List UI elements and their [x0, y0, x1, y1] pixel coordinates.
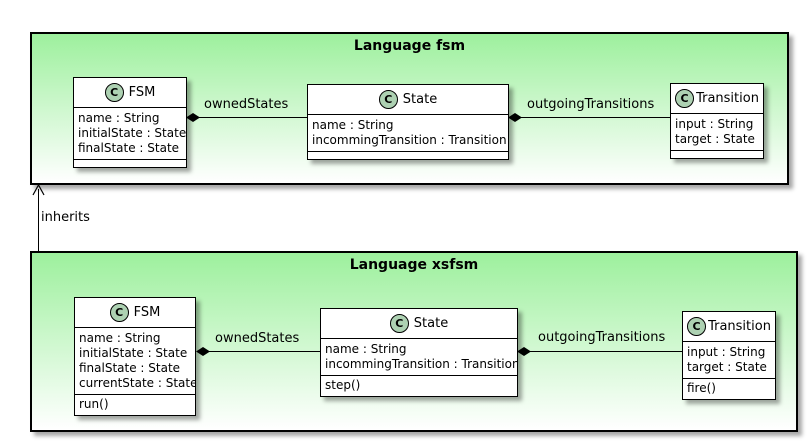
composition-diamond-icon — [186, 113, 200, 122]
attribute: input : String — [675, 117, 754, 131]
attribute: name : String — [79, 331, 161, 345]
edge-outgoingtransitions-label: outgoingTransitions — [538, 330, 666, 345]
method: step() — [325, 378, 361, 392]
class-attributes: name : String initialState : State final… — [75, 327, 195, 395]
class-box-transition: C Transition input : String target : Sta… — [682, 311, 776, 400]
attribute: initialState : State — [79, 346, 188, 360]
class-stereotype-icon: C — [378, 90, 398, 109]
composition-diamond-icon — [517, 347, 531, 356]
edge-outgoingtransitions-label: outgoingTransitions — [527, 97, 655, 112]
composition-diamond-icon — [196, 347, 210, 356]
class-attributes: name : String incommingTransition : Tran… — [308, 114, 508, 152]
class-box-transition: C Transition input : String target : Sta… — [670, 83, 764, 159]
class-methods: step() — [321, 376, 517, 396]
class-name: Transition — [708, 319, 771, 334]
class-box-fsm: C FSM name : String initialState : State… — [73, 77, 187, 168]
attribute: initialState : State — [78, 126, 186, 140]
inherits-arrowhead-icon — [32, 184, 45, 196]
class-methods — [308, 152, 508, 159]
attribute: finalState : State — [79, 361, 181, 375]
class-header: C Transition — [671, 84, 763, 113]
class-stereotype-icon: C — [389, 314, 409, 333]
edge-ownedstates-line — [199, 351, 320, 352]
class-name: Transition — [696, 91, 759, 106]
class-box-state: C State name : String incommingTransitio… — [307, 84, 509, 160]
class-methods — [671, 151, 763, 158]
attribute: name : String — [325, 342, 407, 356]
class-header: C State — [321, 309, 517, 338]
class-methods: fire() — [683, 379, 775, 399]
class-header: C Transition — [683, 312, 775, 341]
composition-diamond-icon — [508, 113, 522, 122]
attribute: input : String — [687, 345, 766, 359]
attribute: name : String — [78, 111, 160, 125]
class-header: C State — [308, 85, 508, 114]
class-methods: run() — [75, 395, 195, 415]
inherits-edge-line — [38, 189, 39, 251]
attribute: target : State — [675, 132, 755, 146]
edge-ownedstates-label: ownedStates — [215, 331, 300, 346]
attribute: finalState : State — [78, 141, 180, 155]
class-attributes: input : String target : State — [671, 113, 763, 151]
class-attributes: name : String initialState : State final… — [74, 107, 186, 160]
class-box-state: C State name : String incommingTransitio… — [320, 308, 518, 397]
class-stereotype-icon: C — [687, 317, 707, 336]
class-attributes: input : String target : State — [683, 341, 775, 379]
class-methods — [74, 160, 186, 167]
class-box-fsm: C FSM name : String initialState : State… — [74, 297, 196, 416]
edge-outgoingtransitions-line — [519, 351, 682, 352]
method: fire() — [687, 381, 716, 395]
class-header: C FSM — [75, 298, 195, 327]
package-title: Language xsfsm — [349, 257, 479, 273]
class-attributes: name : String incommingTransition : Tran… — [321, 338, 517, 376]
attribute: incommingTransition : Transition — [325, 357, 517, 371]
attribute: name : String — [312, 118, 394, 132]
edge-ownedstates-label: ownedStates — [204, 97, 289, 112]
class-stereotype-icon: C — [109, 303, 129, 322]
class-name: FSM — [128, 85, 156, 100]
class-name: State — [402, 92, 438, 107]
class-header: C FSM — [74, 78, 186, 107]
attribute: target : State — [687, 360, 767, 374]
inherits-edge-label: inherits — [41, 210, 90, 225]
class-name: State — [413, 316, 449, 331]
class-name: FSM — [133, 305, 161, 320]
edge-outgoingtransitions-line — [510, 117, 670, 118]
method: run() — [79, 397, 109, 411]
package-title: Language fsm — [353, 38, 466, 54]
class-stereotype-icon: C — [104, 83, 124, 102]
class-stereotype-icon: C — [675, 89, 695, 108]
attribute: currentState : State — [79, 376, 195, 390]
edge-ownedstates-line — [190, 117, 307, 118]
attribute: incommingTransition : Transition — [312, 133, 507, 147]
